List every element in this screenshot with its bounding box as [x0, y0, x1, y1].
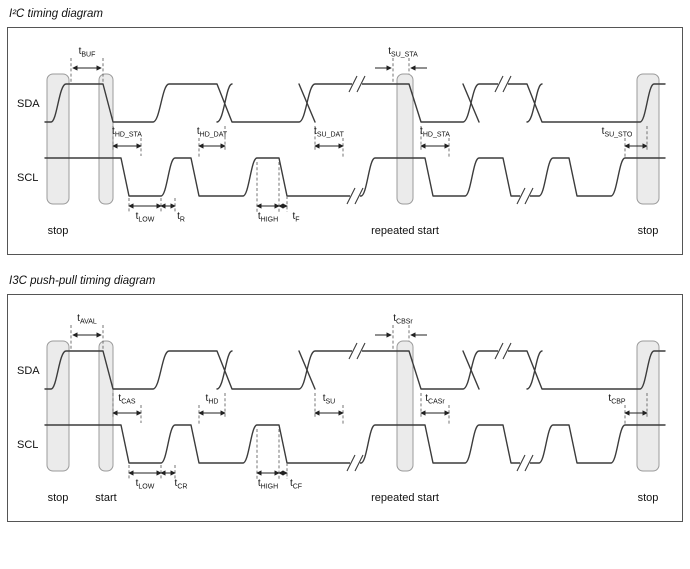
t-su-dat-annotation: tSU_DAT	[314, 126, 345, 139]
scl-trace	[44, 157, 666, 197]
t-high-annotation: tHIGH	[258, 211, 278, 224]
sda-label: SDA	[17, 98, 40, 110]
t-cas-annotation: tCAS	[118, 393, 136, 406]
t-hd-sta2-annotation: tHD_STA	[420, 126, 450, 139]
i2c-diagram-title: I²C timing diagram	[9, 8, 103, 20]
region-label-start: start	[95, 492, 116, 504]
t-f-annotation: tF	[292, 211, 299, 224]
region-label-repeated-start: repeated start	[371, 492, 439, 504]
region-label-stop-left: stop	[48, 492, 69, 504]
scl-label: SCL	[17, 172, 38, 184]
stop-region-bar-right	[636, 73, 660, 205]
t-buf-annotation: tBUF	[79, 46, 96, 59]
measurement-arrows	[72, 65, 648, 209]
stop-region-bar-left	[46, 73, 70, 205]
t-cf-annotation: tCF	[290, 478, 302, 491]
i3c-diagram-title: I3C push-pull timing diagram	[9, 275, 156, 287]
i3c-waveform-svg: SDA SCL tAVAL tCBSr tCAS tHD tSU tCASr t…	[17, 313, 677, 504]
t-cr-annotation: tCR	[175, 478, 188, 491]
t-su-sto-annotation: tSU_STO	[602, 126, 633, 139]
region-label-stop-right: stop	[638, 225, 659, 237]
region-label-repeated-start: repeated start	[371, 225, 439, 237]
repeated-start-region-bar	[396, 73, 414, 205]
sda-label: SDA	[17, 365, 40, 377]
t-su-sta-annotation: tSU_STA	[388, 46, 418, 59]
t-cbp-annotation: tCBP	[608, 393, 626, 406]
region-label-stop-right: stop	[638, 492, 659, 504]
region-label-stop-left: stop	[48, 225, 69, 237]
sda-alt-edges	[216, 83, 543, 123]
t-low-annotation: tLOW	[136, 478, 155, 491]
t-r-annotation: tR	[177, 211, 185, 224]
t-hd-dat-annotation: tHD_DAT	[197, 126, 228, 139]
scl-label: SCL	[17, 439, 38, 451]
t-aval-annotation: tAVAL	[77, 313, 97, 326]
i2c-diagram-panel: SDA SCL tBUF tSU_STA tHD_STA tHD_DAT tSU…	[7, 27, 683, 255]
t-cbsr-annotation: tCBSr	[393, 313, 413, 326]
t-su-annotation: tSU	[323, 393, 336, 406]
t-high-annotation: tHIGH	[258, 478, 278, 491]
break-marks	[346, 75, 534, 205]
t-hd-annotation: tHD	[206, 393, 219, 406]
t-low-annotation: tLOW	[136, 211, 155, 224]
t-casr-annotation: tCASr	[425, 393, 445, 406]
t-hd-sta-annotation: tHD_STA	[112, 126, 142, 139]
i2c-waveform-svg: SDA SCL tBUF tSU_STA tHD_STA tHD_DAT tSU…	[17, 46, 666, 237]
i3c-diagram-panel: SDA SCL tAVAL tCBSr tCAS tHD tSU tCASr t…	[7, 294, 683, 522]
shared-waveform-group	[44, 58, 666, 212]
